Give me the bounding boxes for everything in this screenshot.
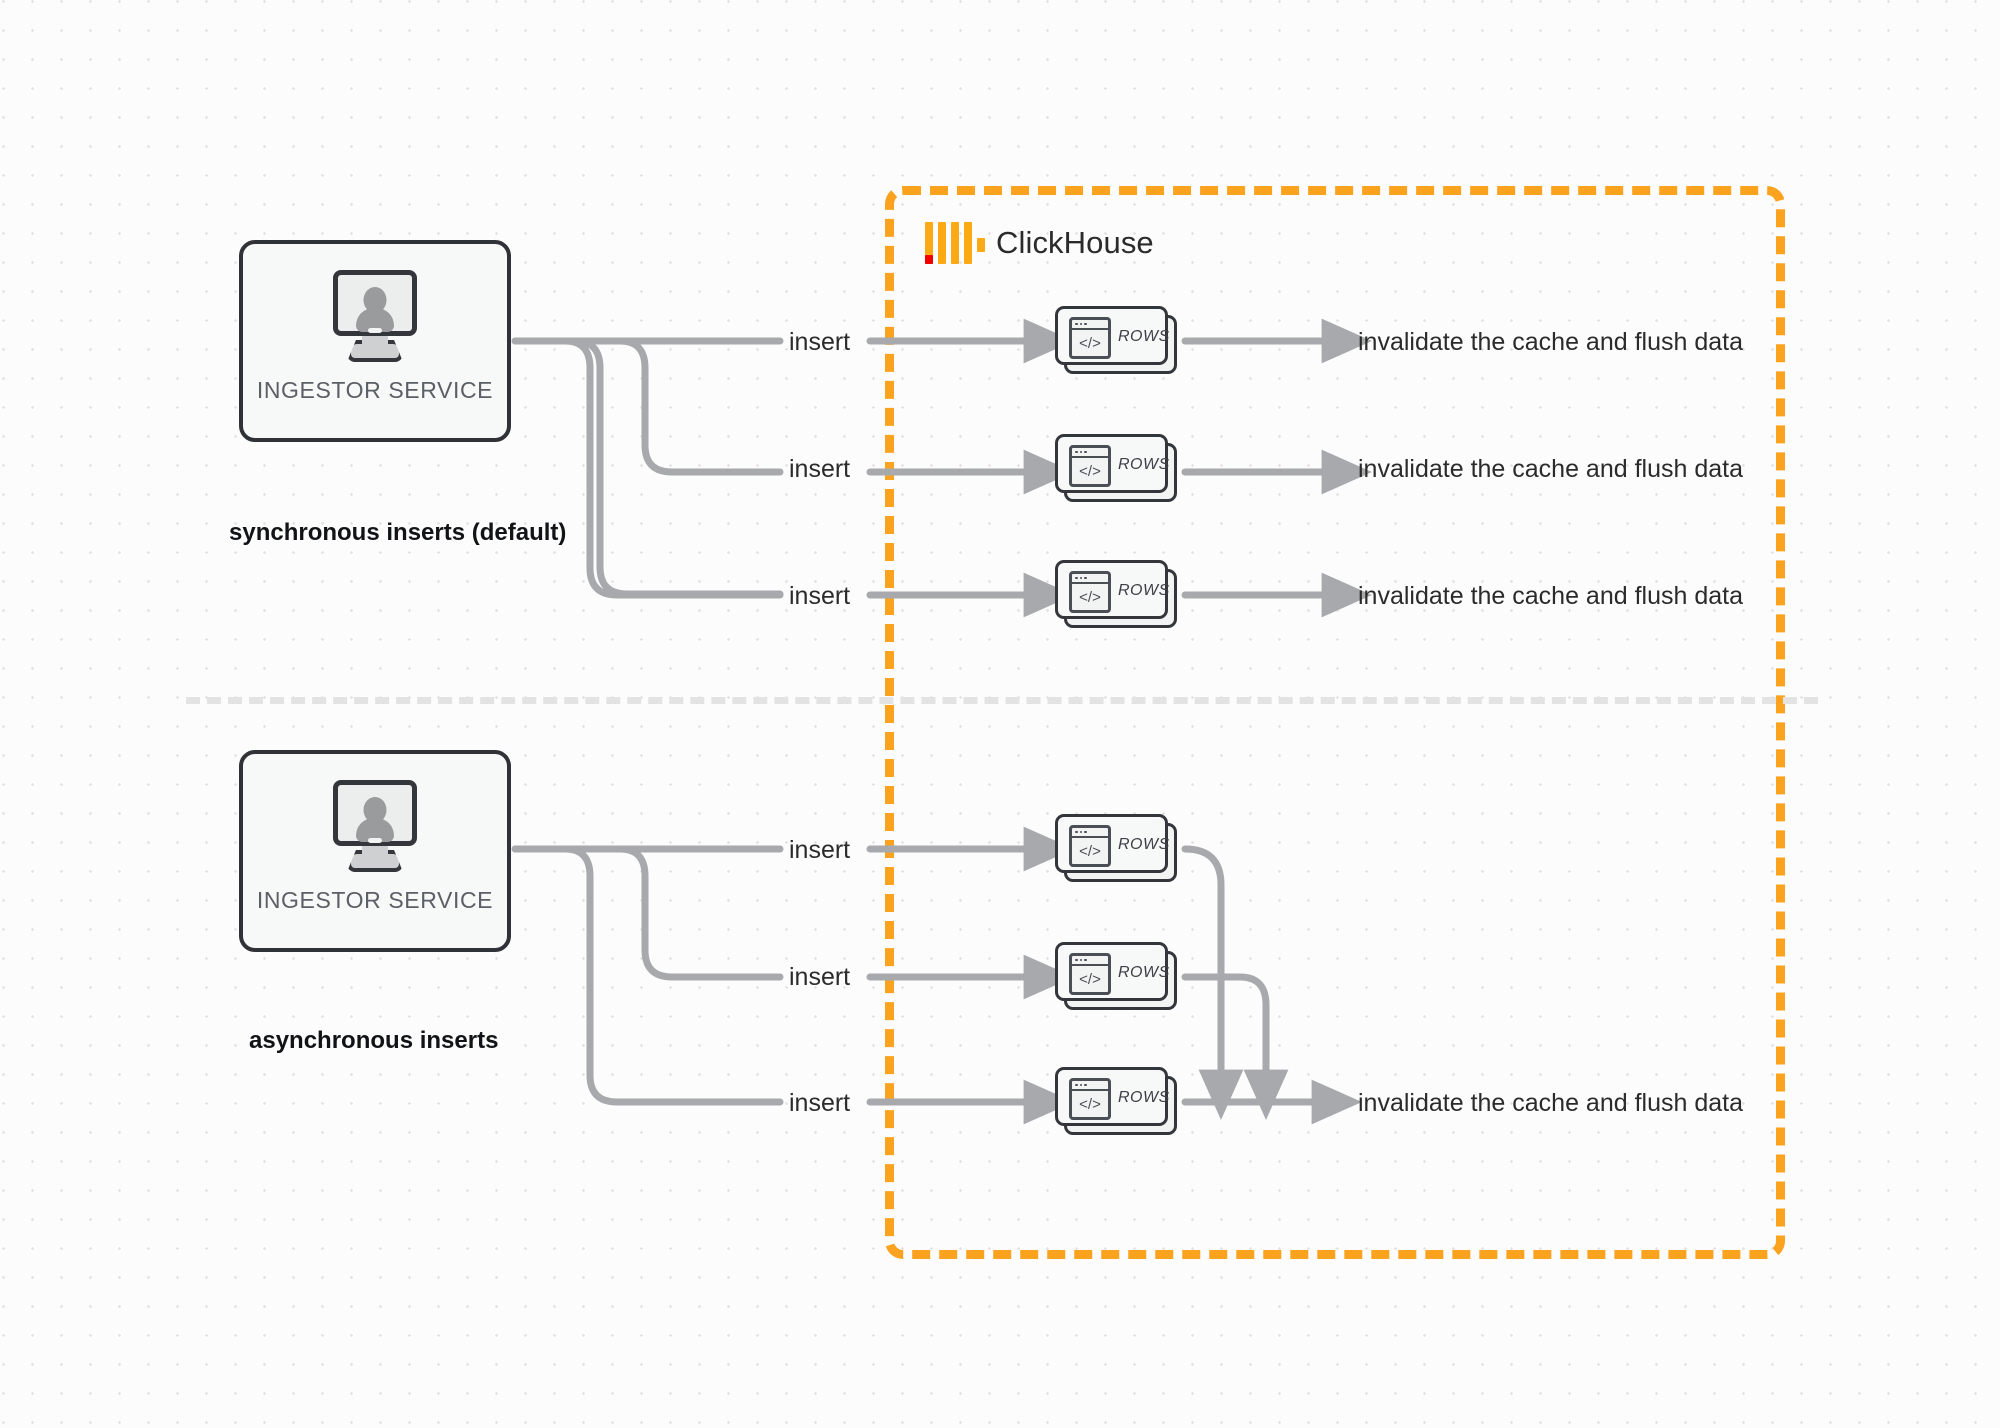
section-divider <box>186 697 1818 704</box>
code-window-icon: </> <box>1069 825 1111 867</box>
rows-label: ROWS <box>1118 328 1170 345</box>
insert-label-sync-3: insert <box>789 582 851 610</box>
insert-label-sync-1: insert <box>789 328 851 356</box>
rows-node-sync-3[interactable]: </> ROWS <box>1055 560 1177 628</box>
result-label-sync-3: invalidate the cache and flush data <box>1358 582 1743 610</box>
ingestor-service-label: INGESTOR SERVICE <box>256 377 494 403</box>
code-window-icon: </> <box>1069 1078 1111 1120</box>
insert-label-async-1: insert <box>789 836 851 864</box>
rows-node-sync-1[interactable]: </> ROWS <box>1055 306 1177 374</box>
wire-sync-branch-2 <box>571 337 784 598</box>
insert-label-sync-2: insert <box>789 455 851 483</box>
result-label-async-merged: invalidate the cache and flush data <box>1358 1089 1743 1117</box>
wire-async-branch-bottom <box>561 845 784 1106</box>
wire-sync-branch-middle <box>616 337 784 476</box>
rows-label: ROWS <box>1118 582 1170 599</box>
ingestor-service-label: INGESTOR SERVICE <box>256 887 494 913</box>
code-window-icon: </> <box>1069 953 1111 995</box>
wire-sync-branch-3-hidden <box>655 341 680 720</box>
rows-node-async-3[interactable]: </> ROWS <box>1055 1067 1177 1135</box>
insert-label-async-3: insert <box>789 1089 851 1117</box>
code-window-icon: </> <box>1069 317 1111 359</box>
wire-async-branch-middle <box>616 845 784 981</box>
clickhouse-title: ClickHouse <box>996 225 1154 260</box>
result-label-sync-2: invalidate the cache and flush data <box>1358 455 1743 483</box>
monitor-user-icon <box>327 270 423 362</box>
result-label-sync-1: invalidate the cache and flush data <box>1358 328 1743 356</box>
rows-label: ROWS <box>1118 836 1170 853</box>
rows-node-async-1[interactable]: </> ROWS <box>1055 814 1177 882</box>
rows-label: ROWS <box>1118 456 1170 473</box>
rows-node-async-2[interactable]: </> ROWS <box>1055 942 1177 1010</box>
clickhouse-boundary <box>885 186 1785 1259</box>
rows-node-sync-2[interactable]: </> ROWS <box>1055 434 1177 502</box>
caption-synchronous: synchronous inserts (default) <box>229 519 567 546</box>
clickhouse-logo-icon <box>925 222 985 264</box>
rows-label: ROWS <box>1118 1089 1170 1106</box>
ingestor-service-sync[interactable]: INGESTOR SERVICE <box>239 240 511 442</box>
caption-asynchronous: asynchronous inserts <box>249 1027 499 1054</box>
ingestor-service-async[interactable]: INGESTOR SERVICE <box>239 750 511 952</box>
wire-sync-branch-bottom <box>561 337 784 599</box>
insert-label-async-2: insert <box>789 963 851 991</box>
rows-label: ROWS <box>1118 964 1170 981</box>
monitor-user-icon <box>327 780 423 872</box>
code-window-icon: </> <box>1069 445 1111 487</box>
code-window-icon: </> <box>1069 571 1111 613</box>
